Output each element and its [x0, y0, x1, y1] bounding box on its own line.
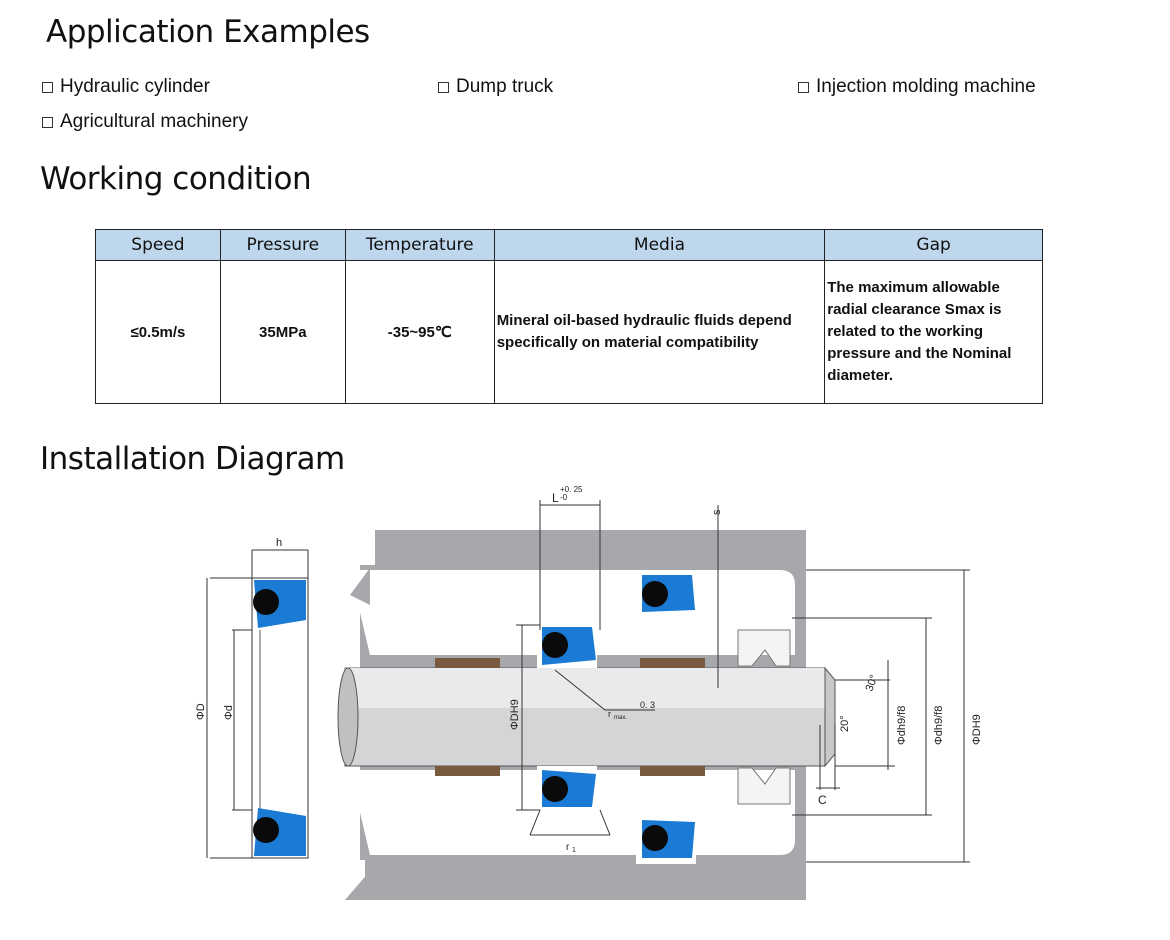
label-r1-sub: 1: [572, 847, 576, 854]
label-L-upper: +0. 25: [560, 485, 583, 494]
header-speed: Speed: [95, 229, 221, 261]
label-rmax-value: 0. 3: [640, 700, 655, 710]
rod-seal: [537, 766, 597, 812]
installation-diagram-heading: Installation Diagram: [40, 441, 345, 477]
checkbox-icon: [42, 116, 53, 128]
rod-seal: [537, 622, 597, 668]
header-media: Media: [493, 229, 826, 261]
cell-temperature: -35~95℃: [344, 260, 495, 404]
label-phi-DH9: ΦDH9: [509, 699, 521, 730]
checkbox-icon: [42, 81, 53, 93]
cell-media: Mineral oil-based hydraulic fluids depen…: [493, 260, 826, 404]
label-phi-d: Φd: [223, 705, 235, 720]
guide-ring: [435, 766, 500, 776]
label-angle-30: 30°: [864, 673, 881, 693]
label-s: s: [711, 509, 723, 515]
label-h: h: [276, 537, 282, 549]
label-phi-D: ΦD: [195, 703, 207, 720]
label-C: C: [818, 793, 827, 807]
cell-gap: The maximum allowable radial clearance S…: [824, 260, 1043, 404]
piston-rod: [337, 666, 836, 768]
label-L-lower: -0: [560, 493, 568, 502]
header-gap: Gap: [824, 229, 1043, 261]
working-condition-table: Speed Pressure Temperature Media Gap ≤0.…: [95, 229, 1043, 404]
label-angle-20: 20°: [839, 715, 851, 732]
table-row: ≤0.5m/s 35MPa -35~95℃ Mineral oil-based …: [95, 260, 1043, 404]
label-phi-dh9f8-outer: Φdh9/f8: [933, 706, 945, 745]
installation-diagram: h ΦD Φd L +0. 25 -0 s ΦDH9 r max. 0. 3 r…: [195, 485, 983, 900]
application-item: Dump truck: [438, 76, 553, 98]
label-L: L: [552, 491, 559, 505]
piston-seal: [636, 570, 696, 618]
guide-ring: [640, 658, 705, 668]
checkbox-icon: [798, 81, 809, 93]
application-label: Dump truck: [456, 76, 554, 97]
application-label: Injection molding machine: [816, 76, 1036, 97]
application-item: Hydraulic cylinder: [42, 76, 210, 98]
cell-speed: ≤0.5m/s: [95, 260, 221, 404]
label-phi-DH9-right: ΦDH9: [971, 714, 983, 745]
piston-seal: [636, 816, 696, 864]
application-label: Hydraulic cylinder: [60, 76, 210, 97]
application-examples-heading: Application Examples: [46, 14, 370, 50]
application-item: Agricultural machinery: [42, 111, 248, 133]
cell-pressure: 35MPa: [219, 260, 346, 404]
label-rmax: r: [608, 709, 611, 719]
label-phi-dh9f8-inner: Φdh9/f8: [896, 706, 908, 745]
seal-cross-section: [251, 577, 309, 859]
header-pressure: Pressure: [219, 229, 346, 261]
working-condition-heading: Working condition: [40, 161, 312, 197]
checkbox-icon: [438, 81, 449, 93]
guide-ring: [435, 658, 500, 668]
label-rmax-sub: max.: [614, 715, 627, 721]
guide-ring: [640, 766, 705, 776]
header-temperature: Temperature: [344, 229, 495, 261]
application-item: Injection molding machine: [798, 76, 1036, 98]
application-label: Agricultural machinery: [60, 111, 248, 132]
wiper: [737, 629, 791, 805]
table-header-row: Speed Pressure Temperature Media Gap: [95, 229, 1043, 261]
label-r1: r: [566, 842, 570, 853]
